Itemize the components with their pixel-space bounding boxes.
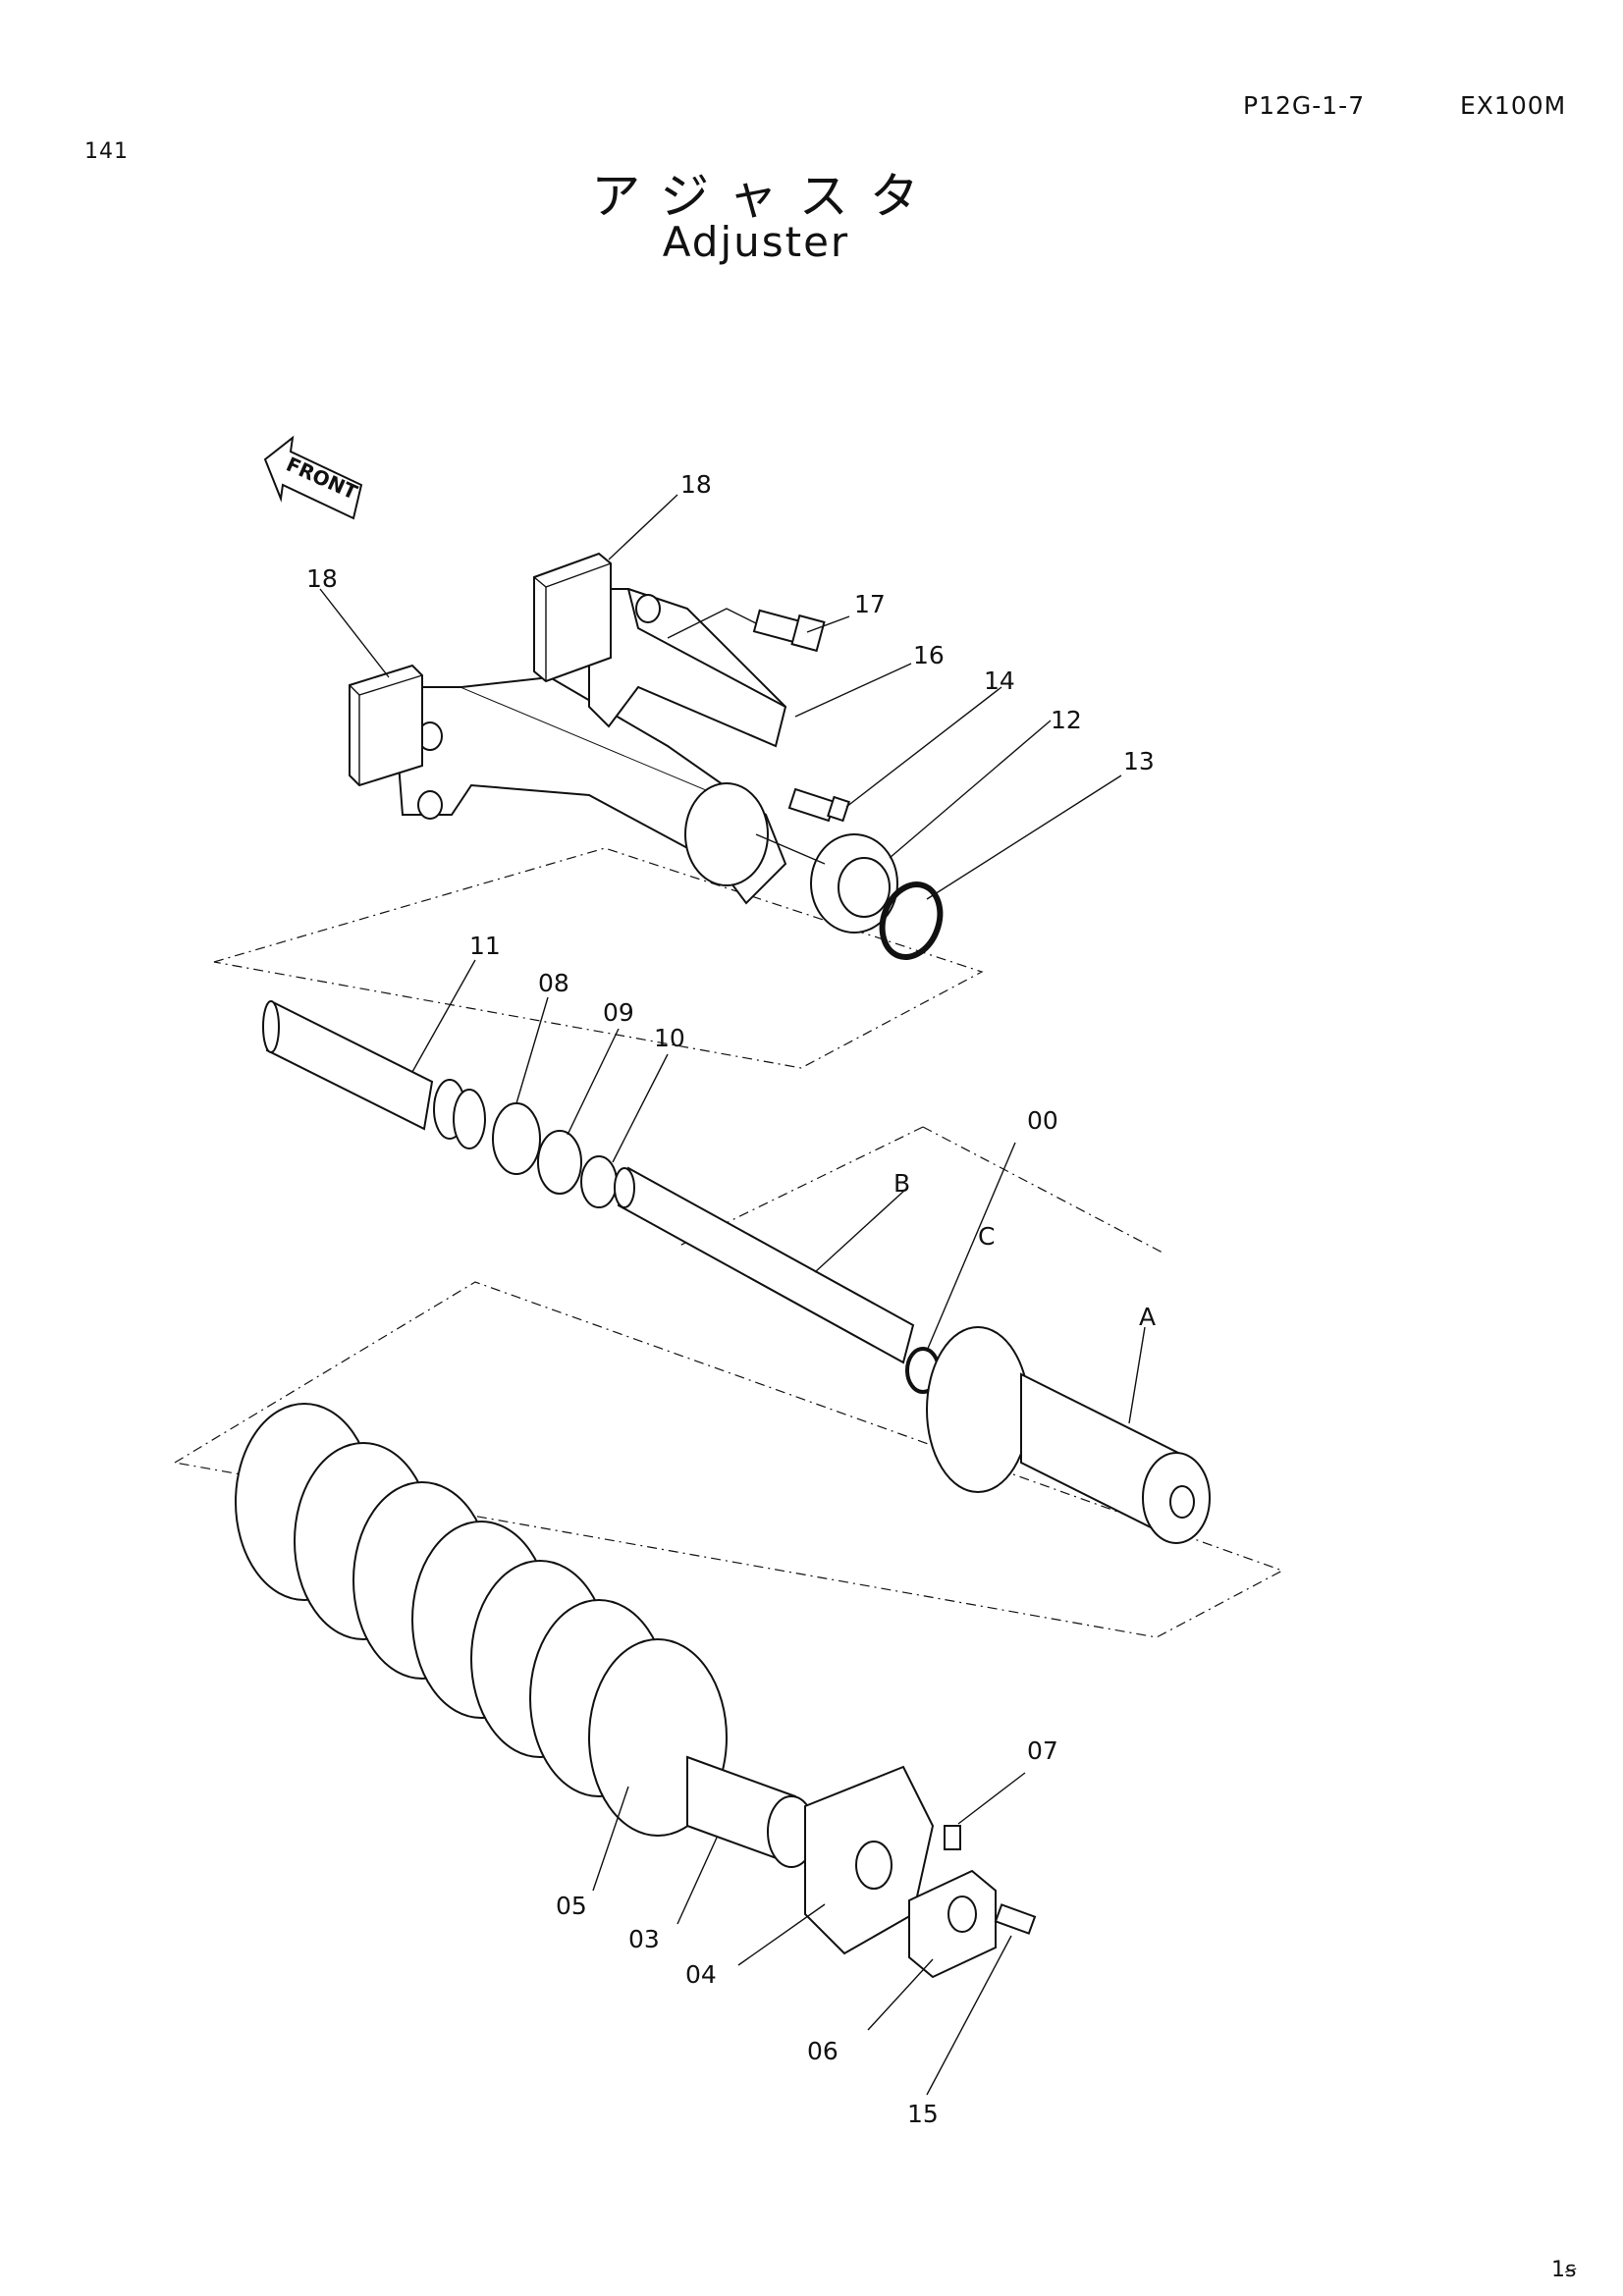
part-label-07: 07 xyxy=(1027,1736,1058,1765)
upper-assembly-plane xyxy=(213,847,984,1069)
cylinder-part-a xyxy=(926,1326,1211,1544)
spring-part-05 xyxy=(235,1403,728,1837)
part-label-09: 09 xyxy=(603,998,634,1027)
part-label-13: 13 xyxy=(1123,747,1155,775)
part-label-18-right: 18 xyxy=(680,470,712,499)
part-label-16: 16 xyxy=(913,641,945,669)
part-label-b: B xyxy=(893,1169,910,1198)
packing-part-08 xyxy=(492,1102,541,1175)
page-code: P12G-1-7 xyxy=(1243,91,1366,120)
page-number: 141 xyxy=(84,139,129,164)
part-label-00: 00 xyxy=(1027,1106,1058,1135)
cylinder-part-11 xyxy=(262,1000,486,1149)
title-english: Adjuster xyxy=(662,218,850,266)
bracket-part xyxy=(391,588,787,905)
leader-lines xyxy=(319,494,1146,2096)
model-name: EX100M xyxy=(1460,91,1567,120)
bolt-part-14 xyxy=(787,787,850,823)
part-label-11: 11 xyxy=(469,932,501,960)
part-label-a: A xyxy=(1139,1303,1156,1331)
title-japanese: アジャスタ xyxy=(591,168,941,225)
part-label-06: 06 xyxy=(807,2037,839,2065)
part-label-08: 08 xyxy=(538,969,569,997)
corner-page-marker: 1ꞩ xyxy=(1551,2258,1577,2282)
rod-part-b xyxy=(614,1166,915,1364)
bolt-part-17 xyxy=(667,608,826,653)
part-label-03: 03 xyxy=(628,1925,660,1953)
part-label-05: 05 xyxy=(556,1892,587,1920)
part-label-18-left: 18 xyxy=(306,564,338,593)
packing-part-09 xyxy=(537,1130,582,1195)
spacer-part-03 xyxy=(686,1755,816,1868)
rod-assembly-plane-edge xyxy=(676,1126,924,1248)
bolt-part-07 xyxy=(944,1825,961,1850)
part-label-15: 15 xyxy=(907,2100,939,2128)
part-label-14: 14 xyxy=(984,667,1015,695)
shim-part-left xyxy=(349,664,423,787)
rod-assembly-plane xyxy=(922,1126,1163,1254)
part-label-12: 12 xyxy=(1051,706,1082,734)
cover-part-12 xyxy=(755,833,898,934)
fitting-part-15 xyxy=(994,1903,1037,1935)
o-ring-part-13 xyxy=(879,881,944,960)
shim-part-right xyxy=(533,552,612,683)
part-label-04: 04 xyxy=(685,1960,717,1989)
part-label-c: C xyxy=(978,1222,995,1251)
part-label-17: 17 xyxy=(854,590,886,618)
front-arrow-icon: FRONT xyxy=(263,435,363,520)
packing-part-10 xyxy=(580,1155,618,1208)
part-label-10: 10 xyxy=(654,1024,685,1052)
block-part-06 xyxy=(908,1869,997,1979)
